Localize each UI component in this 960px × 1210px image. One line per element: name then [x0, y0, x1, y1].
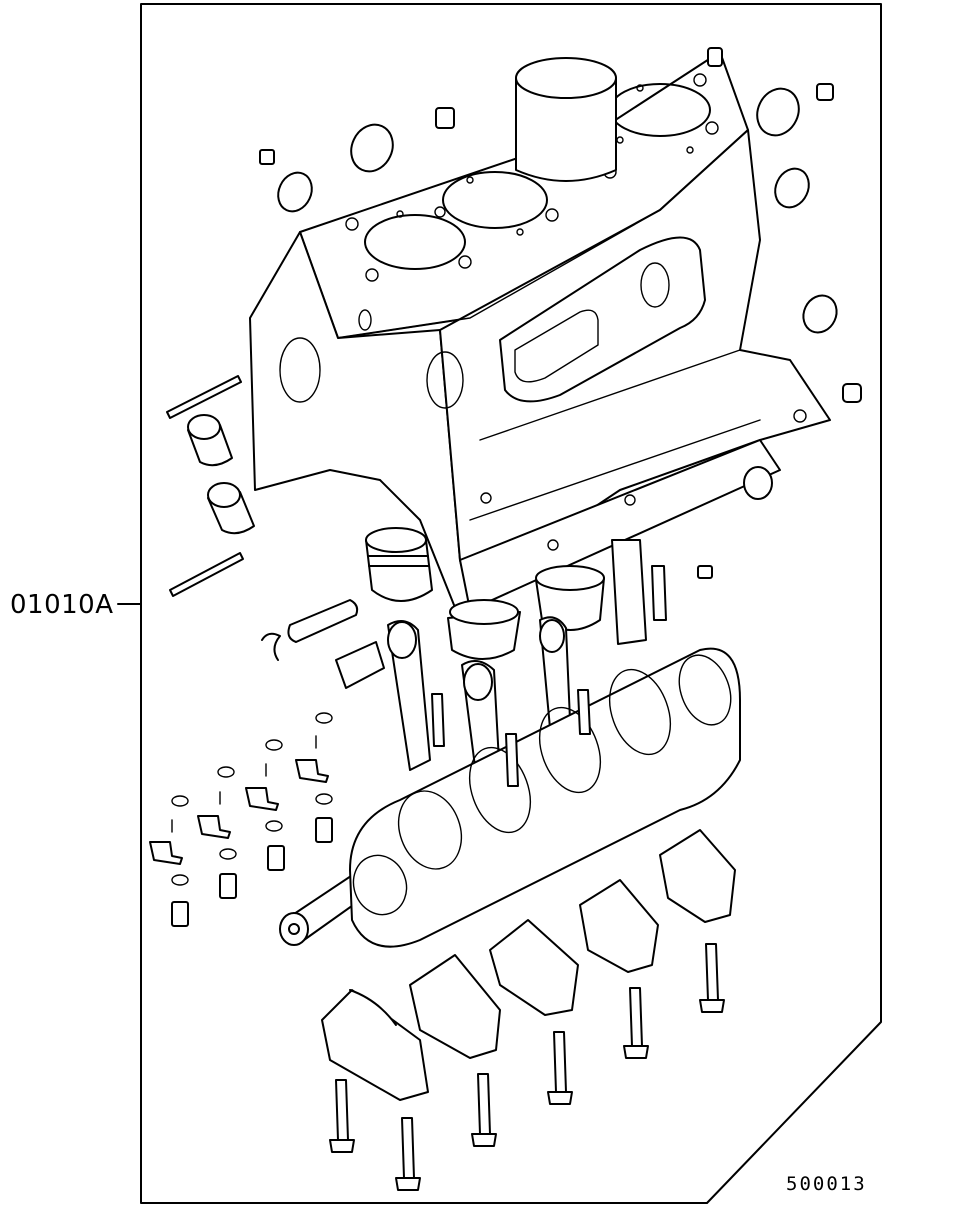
rod-bolts: [431, 565, 667, 787]
cylinder-sleeves: [187, 414, 773, 535]
crankshaft: [279, 647, 741, 948]
diagram-frame: [140, 3, 882, 1204]
pistons: [365, 527, 605, 660]
piston-top: [515, 57, 617, 182]
studs: [166, 375, 244, 597]
piston-pins: [261, 599, 385, 689]
cylinder-block: [249, 51, 831, 621]
figure-reference-code: 500013: [786, 1173, 867, 1195]
part-number-callout: 01010A: [10, 590, 114, 620]
main-bearing-caps: [321, 829, 736, 1101]
oil-jets-and-washers: [149, 712, 333, 927]
threaded-plugs: [259, 47, 862, 579]
expansion-plugs: [277, 87, 838, 334]
main-cap-bolts: [329, 943, 725, 1191]
